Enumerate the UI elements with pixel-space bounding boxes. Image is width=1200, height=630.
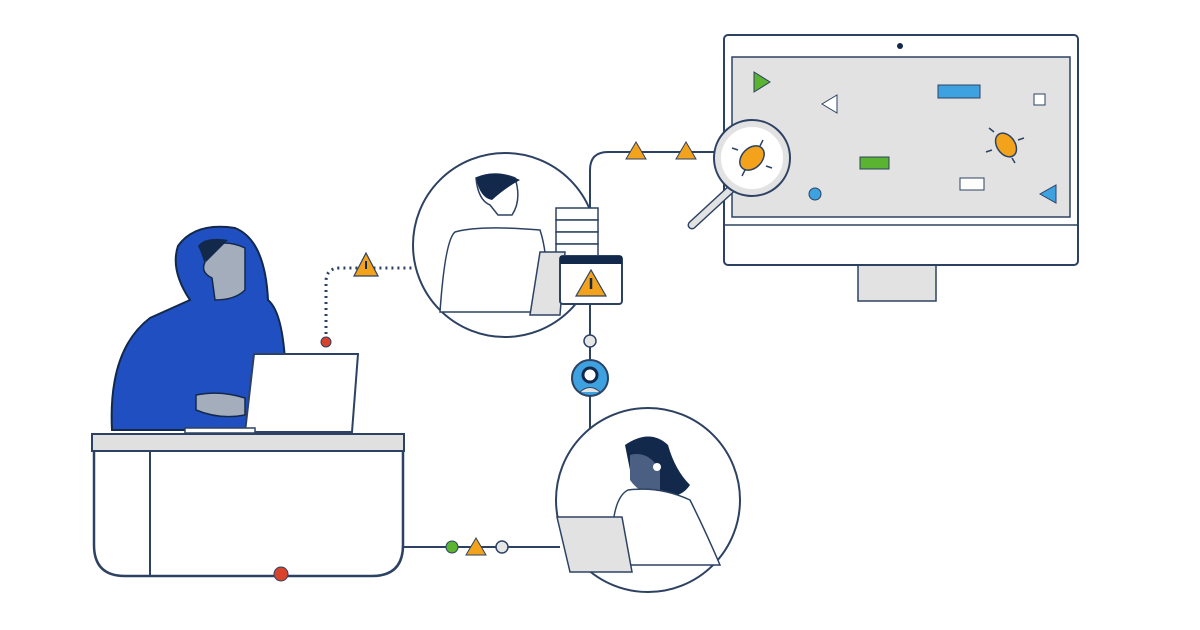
support-agent-icon	[571, 359, 609, 397]
network-node	[583, 334, 597, 348]
alert-node	[273, 566, 289, 582]
warning-icon	[625, 141, 647, 160]
warning-icon	[465, 537, 487, 556]
agent-circle	[555, 407, 741, 593]
ok-node	[445, 540, 459, 554]
monitor-icon	[723, 34, 1079, 302]
bug-icon	[985, 127, 1025, 164]
back-icon	[1038, 184, 1057, 204]
hacker-desk	[91, 433, 405, 578]
screen-block	[937, 84, 981, 99]
alert-node	[320, 336, 332, 348]
hacker-figure	[110, 225, 287, 431]
screen-dot	[808, 187, 822, 201]
browser-alert-icon	[559, 255, 623, 305]
employee-laptop-icon	[529, 251, 566, 316]
warning-icon	[675, 141, 697, 160]
warning-icon	[353, 251, 379, 277]
server-icon	[555, 207, 599, 257]
network-node	[495, 540, 509, 554]
screen-block	[859, 156, 890, 170]
play-icon	[753, 71, 771, 93]
screen-block	[959, 177, 985, 191]
back-icon	[821, 94, 838, 114]
bug-icon	[731, 139, 773, 177]
hacker-laptop-icon	[184, 353, 360, 434]
screen-block	[1033, 93, 1046, 106]
